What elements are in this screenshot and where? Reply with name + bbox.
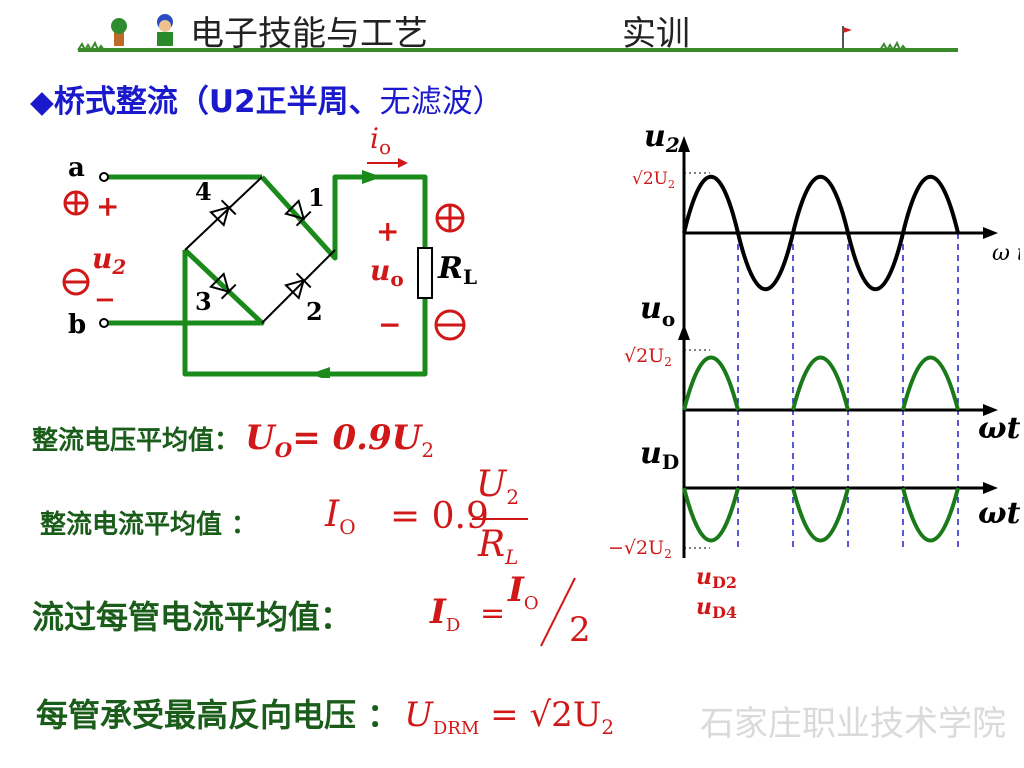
plus-circle-left: [63, 190, 89, 216]
uo-peak-label: √2U2: [624, 345, 672, 369]
formula-voltage-avg: 整流电压平均值： UO= 0.9U2: [32, 418, 434, 462]
mascot-icon: [157, 14, 173, 46]
ud-xaxis-arrow: [983, 482, 998, 494]
tree-icon: [111, 18, 127, 46]
formula-reverse-expr: UDRM = √2U2: [404, 695, 615, 739]
rl-label: RL: [437, 251, 477, 289]
uo-yaxis-arrow: [678, 324, 690, 340]
ud-neg-peak-label: −√2U2: [608, 537, 672, 561]
plus-circle-right: [435, 203, 465, 233]
ud-waveform: [682, 487, 960, 543]
diode-2: [284, 272, 312, 300]
io-arrow-head: [398, 158, 408, 168]
plus-left: +: [96, 190, 119, 223]
io-label: io: [370, 122, 391, 159]
diode-3-label: 3: [195, 287, 212, 316]
diode-4: [209, 199, 237, 227]
waveform-diagram: u2 √2U2 ω t uo √2U2 ωt uD ωt −√2U2 uD2 u…: [608, 119, 1020, 622]
formula-current-eq: = 0.9: [390, 496, 489, 537]
wt-label-2: ωt: [978, 411, 1020, 446]
header-title: 电子技能与工艺: [190, 14, 428, 54]
watermark: 石家庄职业技术学院: [700, 704, 1006, 744]
header-bar: 电子技能与工艺 实训: [0, 0, 1024, 60]
formula-diode-slash: [540, 577, 576, 647]
node-b-label: b: [68, 310, 86, 340]
current-arrow-bottom: [310, 367, 330, 378]
node-a-label: a: [68, 153, 85, 183]
terminal-a: [99, 172, 109, 182]
formula-voltage-expr: UO= 0.9U2: [245, 418, 435, 462]
minus-circle-right: [434, 309, 466, 341]
uo-waveform: [682, 355, 960, 411]
u2-waveform: [682, 174, 960, 292]
header-decoration: [77, 40, 958, 53]
formula-reverse-label: 每管承受最高反向电压 ：: [36, 696, 400, 734]
header-subtitle: 实训: [622, 14, 690, 54]
formula-current-fraction-bar: [472, 518, 528, 520]
uo-label: uo: [370, 254, 404, 291]
minus-circle-left: [62, 268, 90, 296]
formula-diode-current: 流过每管电流平均值： ID = IO 2: [32, 570, 592, 654]
diode-1: [284, 199, 312, 227]
ud4-label: uD4: [696, 594, 737, 622]
formula-current-label: 整流电流平均值 ：: [40, 510, 258, 540]
wire-out-bottom: [182, 250, 428, 377]
u2-xaxis-arrow: [983, 227, 998, 239]
formula-reverse-voltage: 每管承受最高反向电压 ： UDRM = √2U2: [36, 690, 614, 739]
minus-left: −: [94, 285, 116, 315]
diode-3: [209, 272, 237, 300]
wt-label-1: ω t: [992, 241, 1020, 266]
formula-current-den: RL: [478, 524, 519, 570]
formula-diode-label: 流过每管电流平均值：: [32, 598, 353, 636]
plus-output: +: [376, 215, 399, 248]
diode-2-label: 2: [306, 297, 323, 326]
formula-diode-den: 2: [569, 610, 591, 650]
slide-heading: ◆桥式整流（U2正半周、无滤波）: [30, 76, 504, 121]
uo-xaxis-arrow: [983, 404, 998, 416]
formula-current-num: U2: [476, 464, 520, 510]
wt-label-3: ωt: [978, 496, 1020, 531]
formula-diode-num: IO: [508, 570, 539, 614]
resistor-rl: [417, 247, 433, 299]
formula-diode-lhs: ID: [430, 592, 461, 636]
u2-axis-label: u2: [644, 119, 680, 157]
wire-out-top: [260, 174, 428, 261]
formula-current-lhs: IO: [325, 494, 356, 540]
flag-icon: [842, 26, 852, 48]
formula-diode-eq: =: [480, 596, 506, 631]
formula-current-avg: 整流电流平均值 ： IO = 0.9 U2 RL: [40, 464, 560, 570]
uo-axis-label: uo: [640, 291, 675, 331]
u2-label: u2: [92, 242, 126, 279]
formula-voltage-label: 整流电压平均值：: [32, 426, 241, 456]
minus-output: −: [378, 308, 401, 341]
ud-axis-label: uD: [640, 436, 679, 474]
diode-1-label: 1: [308, 183, 325, 212]
current-arrow-top: [362, 170, 382, 184]
ud2-label: uD2: [696, 564, 737, 592]
diode-4-label: 4: [195, 177, 212, 206]
bridge-circuit-diagram: io a b + − u2 + − uo RL 4 1 3 2: [62, 122, 477, 378]
u2-yaxis-arrow: [678, 136, 690, 152]
heading-suffix: 无滤波）: [379, 84, 504, 120]
heading-prefix: ◆桥式整流（U2正半周、: [30, 84, 380, 120]
terminal-b: [99, 318, 109, 328]
u2-peak-label: √2U2: [632, 169, 675, 191]
